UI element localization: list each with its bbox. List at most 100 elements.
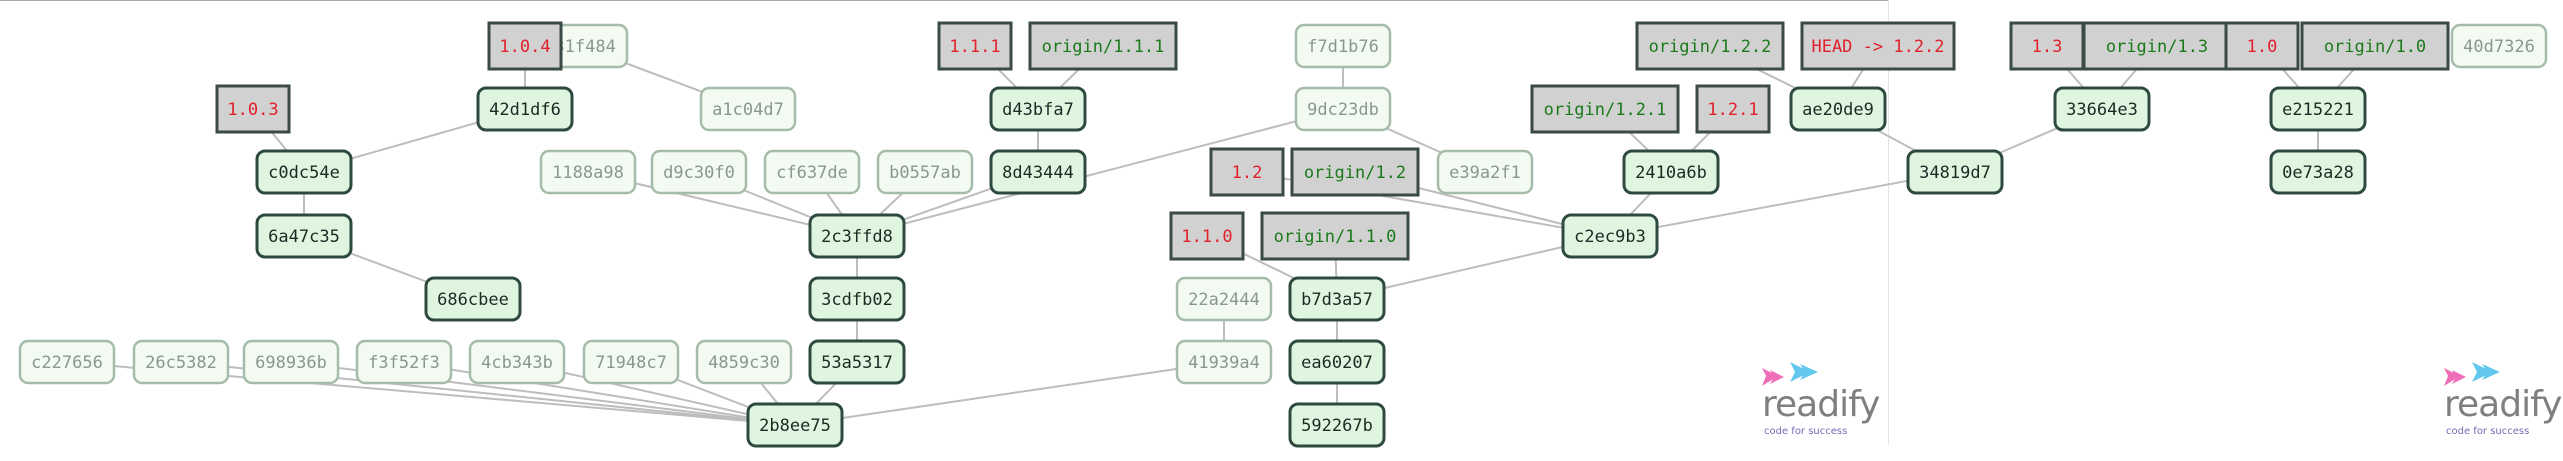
tag-ref-node[interactable]: 1.0.4 [487,21,563,71]
commit-node[interactable]: d43bfa7 [989,86,1087,132]
node-label: 2c3ffd8 [821,227,893,247]
tag-ref-node[interactable]: 1.0.3 [215,84,291,134]
unreachable-commit-node[interactable]: f3f52f3 [355,339,453,385]
branch-ref-node[interactable]: origin/1.3 [2082,21,2232,71]
node-box [476,86,574,132]
node-box [808,276,906,322]
node-box [1789,86,1887,132]
commit-node[interactable]: 3cdfb02 [808,276,906,322]
node-box [582,339,680,385]
unreachable-commit-node[interactable]: cf637de [763,149,861,195]
branch-ref-node[interactable]: origin/1.0 [2300,21,2450,71]
commit-node[interactable]: c0dc54e [255,149,353,195]
commit-node[interactable]: c2ec9b3 [1561,213,1659,259]
node-box [808,339,906,385]
node-label: 4859c30 [708,353,780,373]
unreachable-commit-node[interactable]: 40d7326 [2450,23,2548,69]
node-label: 1.1.1 [949,37,1000,57]
node-box [132,339,230,385]
unreachable-commit-node[interactable]: 71948c7 [582,339,680,385]
node-label: origin/1.2 [1304,163,1406,183]
branch-ref-node[interactable]: origin/1.1.1 [1028,21,1178,71]
node-label: 26c5382 [145,353,217,373]
commit-node[interactable]: 2410a6b [1622,149,1720,195]
node-label: origin/1.1.0 [1274,227,1397,247]
tag-ref-node[interactable]: 1.0 [2224,21,2300,71]
unreachable-commit-node[interactable]: b0557ab [876,149,974,195]
node-label: 6a47c35 [268,227,340,247]
node-box [2300,21,2450,71]
branch-ref-node[interactable]: origin/1.1.0 [1260,211,1410,261]
node-label: f3f52f3 [368,353,440,373]
unreachable-commit-node[interactable]: 4cb343b [468,339,566,385]
unreachable-commit-node[interactable]: a1c04d7 [699,86,797,132]
node-box [1635,21,1785,71]
node-box [2224,21,2300,71]
node-label: 1188a98 [552,163,624,183]
graph-nodes: c227656 26c5382 698936b f3f52f3 4cb343b 71948… [18,21,2548,448]
branch-ref-node[interactable]: origin/1.2.1 [1530,84,1680,134]
tag-ref-node[interactable]: HEAD -> 1.2.2 [1800,21,1956,71]
node-box [1288,276,1386,322]
unreachable-commit-node[interactable]: 9dc23db [1294,86,1392,132]
node-label: origin/1.3 [2106,37,2208,57]
commit-node[interactable]: 2b8ee75 [746,402,844,448]
node-box [242,339,340,385]
commit-node[interactable]: 34819d7 [1906,149,2004,195]
node-label: 40d7326 [2463,37,2535,57]
unreachable-commit-node[interactable]: c227656 [18,339,116,385]
tag-ref-node[interactable]: 1.2 [1209,147,1285,197]
commit-node[interactable]: 8d43444 [989,149,1087,195]
node-box [937,21,1013,71]
node-label: 1.1.0 [1181,227,1232,247]
node-box [808,213,906,259]
node-box [1028,21,1178,71]
node-label: 1.2 [1232,163,1263,183]
node-label: d43bfa7 [1002,100,1074,120]
node-label: c2ec9b3 [1574,227,1646,247]
commit-node[interactable]: 53a5317 [808,339,906,385]
commit-node[interactable]: 2c3ffd8 [808,213,906,259]
branch-ref-node[interactable]: origin/1.2 [1290,147,1420,197]
node-label: 2b8ee75 [759,416,831,436]
readify-logo: readify code for success [2442,360,2562,440]
node-label: b0557ab [889,163,961,183]
node-label: origin/1.0 [2324,37,2426,57]
node-label: origin/1.2.1 [1544,100,1667,120]
branch-ref-node[interactable]: origin/1.2.2 [1635,21,1785,71]
commit-node[interactable]: ae20de9 [1789,86,1887,132]
commit-node[interactable]: 6a47c35 [255,213,353,259]
unreachable-commit-node[interactable]: 1188a98 [539,149,637,195]
tag-ref-node[interactable]: 1.2.1 [1695,84,1771,134]
commit-node[interactable]: ea60207 [1288,339,1386,385]
node-box [699,86,797,132]
node-box [763,149,861,195]
commit-node[interactable]: 42d1df6 [476,86,574,132]
unreachable-commit-node[interactable]: 41939a4 [1175,339,1273,385]
commit-node[interactable]: e215221 [2269,86,2367,132]
node-box [1436,149,1534,195]
unreachable-commit-node[interactable]: 22a2444 [1175,276,1273,322]
commit-node[interactable]: 33664e3 [2053,86,2151,132]
unreachable-commit-node[interactable]: e39a2f1 [1436,149,1534,195]
tag-ref-node[interactable]: 1.3 [2009,21,2085,71]
unreachable-commit-node[interactable]: d9c30f0 [650,149,748,195]
node-label: ea60207 [1301,353,1373,373]
node-label: f7d1b76 [1307,37,1379,57]
tag-ref-node[interactable]: 1.1.1 [937,21,1013,71]
node-label: 41939a4 [1188,353,1260,373]
unreachable-commit-node[interactable]: 698936b [242,339,340,385]
commit-node[interactable]: 686cbee [424,276,522,322]
node-box [2450,23,2548,69]
unreachable-commit-node[interactable]: 26c5382 [132,339,230,385]
tag-ref-node[interactable]: 1.1.0 [1169,211,1245,261]
node-box [424,276,522,322]
node-label: c227656 [31,353,103,373]
commit-node[interactable]: 592267b [1288,402,1386,448]
commit-node[interactable]: b7d3a57 [1288,276,1386,322]
unreachable-commit-node[interactable]: 4859c30 [695,339,793,385]
commit-node[interactable]: 0e73a28 [2269,149,2367,195]
top-rule [0,0,1888,1]
node-label: 1.2.1 [1707,100,1758,120]
unreachable-commit-node[interactable]: f7d1b76 [1294,23,1392,69]
